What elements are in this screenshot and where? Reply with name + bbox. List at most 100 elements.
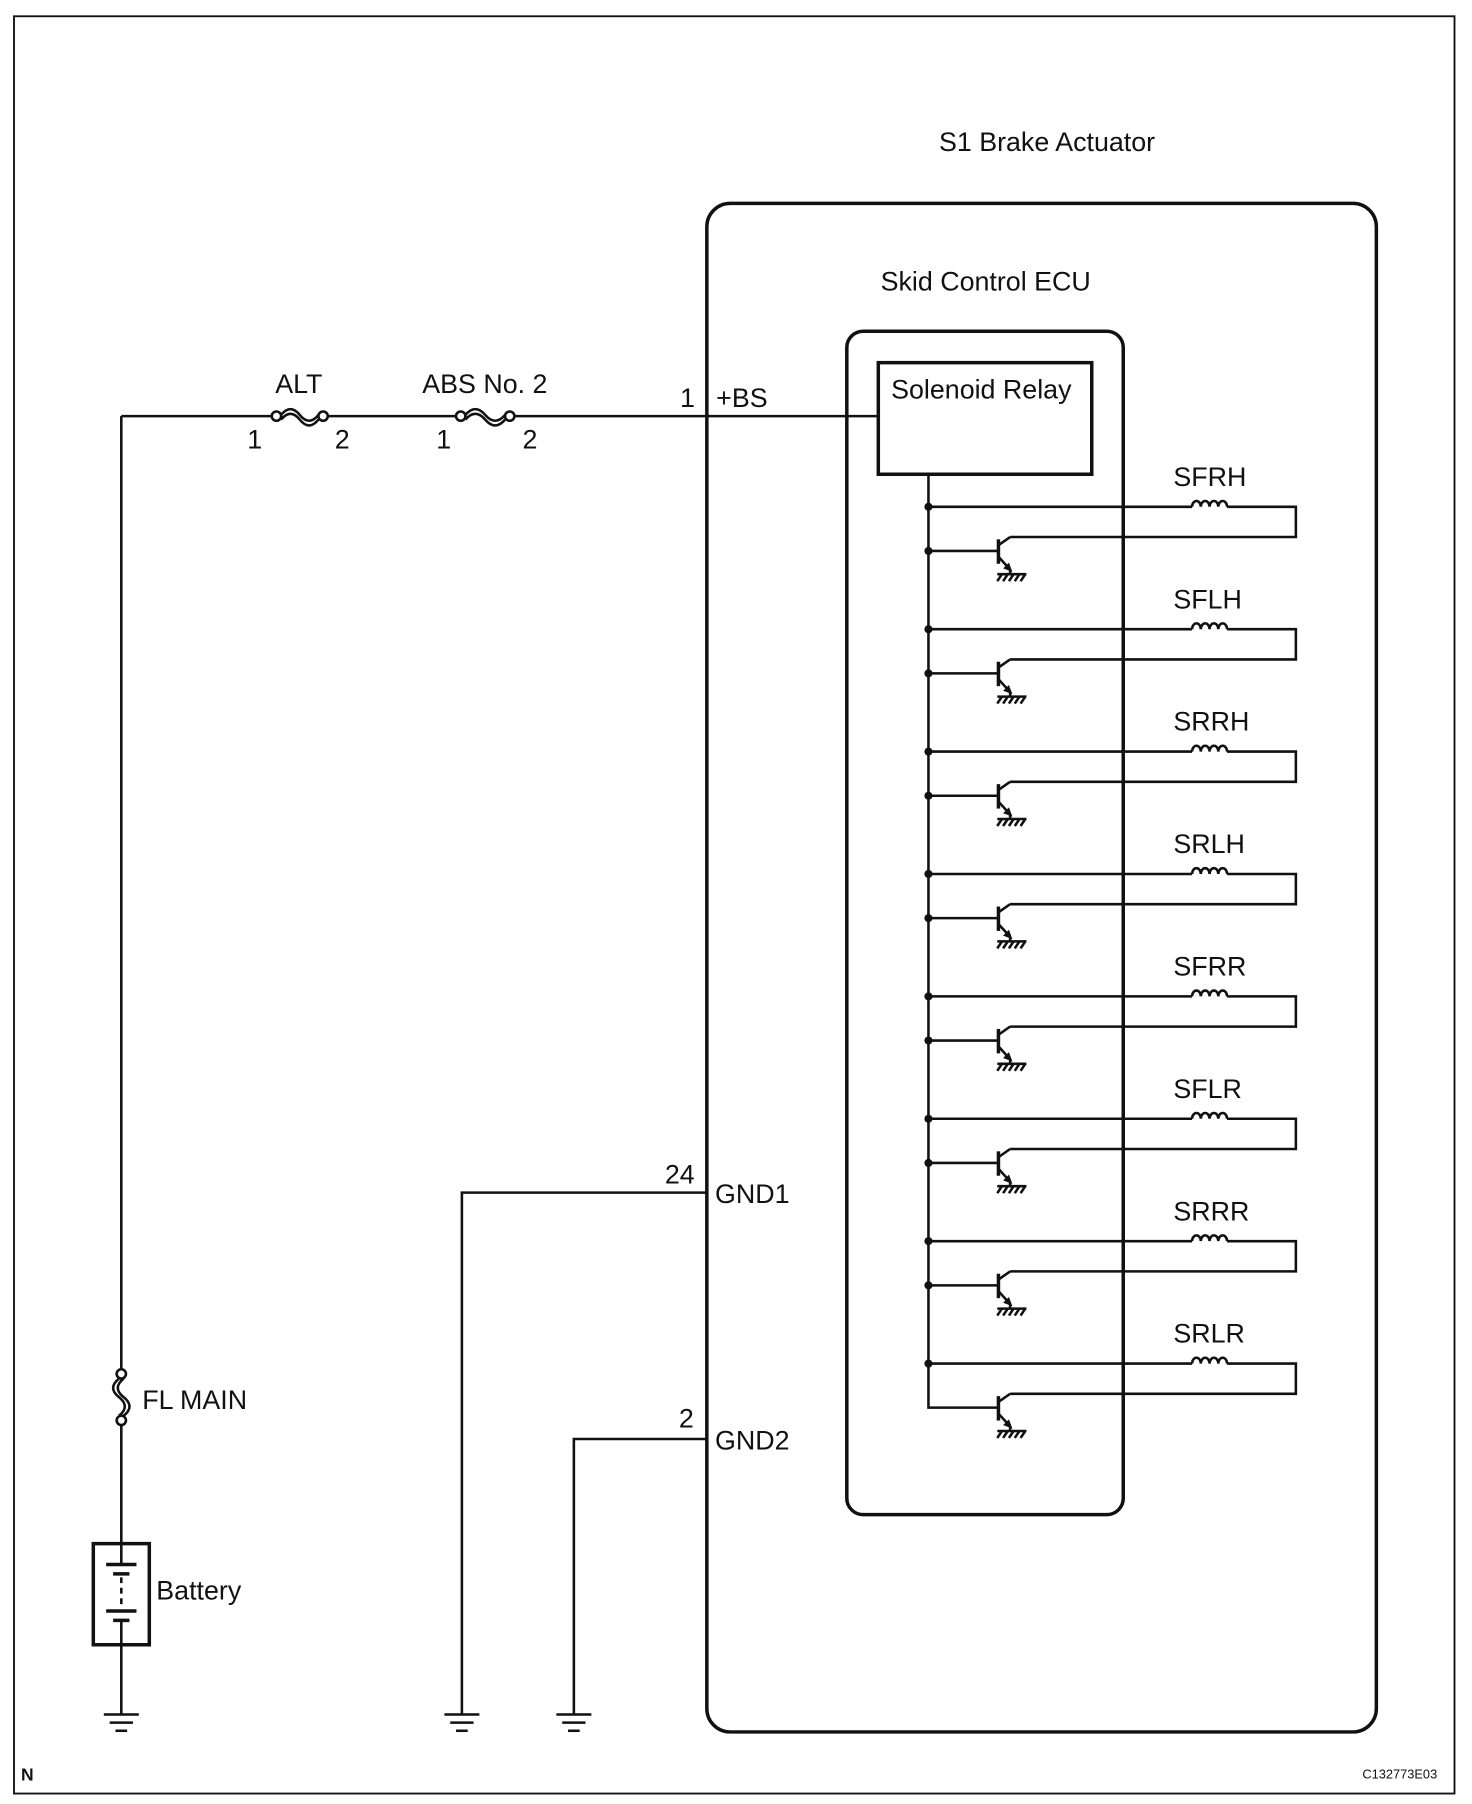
solenoid-return-wire [1010, 872, 1298, 906]
ground-hatch [1013, 1307, 1021, 1317]
ground-hatch [1013, 695, 1021, 705]
ground-hatch [996, 573, 1004, 582]
alt-fuse-pin-in: 1 [247, 425, 262, 455]
solenoid-coil-icon [1190, 866, 1229, 875]
ground-hatch [1007, 695, 1015, 705]
ground-hatch [996, 1185, 1004, 1194]
actuator-title: S1 Brake Actuator [939, 127, 1155, 157]
ground-hatch [996, 1063, 1004, 1072]
transistor-collector [997, 535, 1011, 547]
emitter-arrow-icon [1003, 929, 1013, 940]
solenoid-coil-icon [1190, 744, 1229, 752]
chassis-ground-icon [996, 940, 1027, 950]
transistor-icon [924, 535, 1027, 582]
solenoid-label: SFRR [1173, 952, 1246, 982]
abs-no2-fuse-icon [454, 407, 516, 427]
battery-icon [91, 1541, 152, 1647]
solenoid-relay-box [876, 360, 1094, 476]
ground-hatch [996, 940, 1004, 950]
transistor-icon [924, 1147, 1027, 1194]
ground-hatch [1019, 940, 1027, 950]
chassis-ground-icon [996, 1307, 1027, 1317]
ground-hatch [1002, 573, 1009, 582]
solenoid-channel: SRLH [924, 829, 1298, 950]
ground-hatch [1007, 818, 1015, 827]
transistor-collector [997, 658, 1011, 669]
ground-hatch [1002, 695, 1009, 705]
ground-hatch [1019, 573, 1027, 582]
transistor-collector [997, 780, 1011, 791]
transistor-collector [997, 1270, 1011, 1281]
ground-hatch [1002, 940, 1009, 950]
ground-hatch [1007, 1430, 1015, 1439]
ground-hatch [1007, 573, 1015, 582]
solenoid-return-wire [1010, 505, 1298, 539]
solenoid-return-wire [1010, 750, 1298, 784]
chassis-ground-icon [996, 695, 1027, 705]
battery-label: Battery [156, 1575, 242, 1605]
ground-hatch [1002, 818, 1009, 827]
solenoid-relay-label: Solenoid Relay [891, 375, 1072, 405]
ground-hatch [1019, 1430, 1027, 1439]
gnd1-ground-icon [444, 1713, 480, 1733]
bs-terminal-name: +BS [716, 383, 767, 413]
gnd2-ground-icon [556, 1713, 592, 1733]
alt-fuse-icon [270, 407, 330, 427]
solenoid-coil-icon [1190, 1111, 1229, 1119]
solenoid-coil-icon [1190, 499, 1229, 507]
abs-fuse-label: ABS No. 2 [422, 369, 547, 399]
transistor-icon [924, 658, 1027, 705]
ground-hatch [1007, 1063, 1015, 1072]
ground-hatch [996, 818, 1004, 827]
ground-hatch [1007, 1185, 1015, 1194]
figure-code: C132773E03 [1362, 1766, 1437, 1781]
diagram-frame [13, 15, 1456, 1795]
ground-hatch [1002, 1430, 1009, 1439]
chassis-ground-icon [996, 1184, 1027, 1194]
battery-ground-icon [103, 1713, 139, 1733]
ecu-enclosure [845, 329, 1125, 1517]
solenoid-return-wire [1010, 1117, 1298, 1151]
actuator-enclosure [705, 201, 1379, 1734]
chassis-ground-icon [996, 1429, 1027, 1439]
gnd1-pin-number: 24 [665, 1159, 695, 1189]
ground-hatch [1013, 1430, 1021, 1439]
relay-output-bus [927, 474, 999, 1409]
chassis-ground-icon [996, 817, 1027, 827]
abs-fuse-pin-out: 2 [523, 425, 538, 455]
ground-hatch [1013, 1185, 1021, 1194]
solenoid-channel: SRRR [924, 1196, 1298, 1317]
transistor-icon [996, 1392, 1027, 1439]
solenoid-channel: SRRH [924, 707, 1298, 827]
transistor-icon [924, 780, 1027, 827]
battery-circuit [91, 416, 152, 1733]
solenoid-return-wire [1010, 1239, 1298, 1273]
transistor-collector [997, 1025, 1011, 1036]
ground-hatch [1019, 1185, 1027, 1194]
transistor-icon [924, 1025, 1027, 1072]
gnd1-terminal-name: GND1 [715, 1179, 790, 1209]
chassis-ground-icon [996, 1062, 1027, 1072]
transistor-collector [997, 1392, 1011, 1403]
ground-hatch [1002, 1063, 1009, 1072]
ground-hatch [1019, 695, 1027, 705]
fl-main-fuse-label: FL MAIN [142, 1385, 247, 1415]
ground-hatch [1002, 1307, 1009, 1317]
solenoid-channel: SFLH [924, 584, 1298, 705]
ground-hatch [1007, 940, 1015, 950]
corner-label-left: N [21, 1765, 34, 1785]
transistor-icon [924, 903, 1027, 950]
solenoid-channel: SRLR [924, 1319, 1298, 1439]
bs-pin-number: 1 [680, 383, 695, 413]
abs-fuse-pin-in: 1 [436, 425, 451, 455]
transistor-collector [997, 1147, 1011, 1159]
ground-hatch [1002, 1185, 1009, 1194]
solenoid-label: SRRR [1173, 1196, 1249, 1226]
solenoid-channel: SFRH [924, 462, 1298, 582]
ground-hatch [1013, 573, 1021, 582]
solenoid-label: SRLH [1173, 829, 1245, 859]
solenoid-label: SRLR [1173, 1319, 1245, 1349]
ground-hatch [1019, 1307, 1027, 1317]
gnd2-circuit [556, 1437, 707, 1733]
